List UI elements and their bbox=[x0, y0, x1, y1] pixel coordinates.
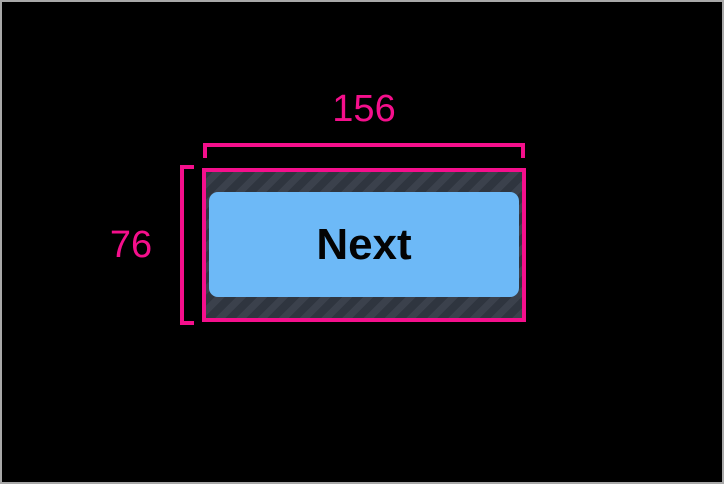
height-dimension-label: 76 bbox=[109, 224, 153, 266]
height-bracket-tick-bottom bbox=[180, 321, 194, 325]
width-bracket-bar bbox=[203, 143, 525, 147]
element-box-model-hatch: Next bbox=[206, 172, 522, 318]
width-dimension-label: 156 bbox=[332, 88, 396, 130]
width-bracket-tick-left bbox=[203, 143, 207, 158]
next-button-label: Next bbox=[316, 219, 412, 269]
height-bracket-tick-top bbox=[180, 165, 194, 169]
width-bracket-tick-right bbox=[521, 143, 525, 158]
next-button[interactable]: Next bbox=[209, 192, 519, 297]
height-bracket-bar bbox=[180, 165, 184, 325]
width-dimension-bracket bbox=[203, 143, 525, 159]
height-dimension-bracket bbox=[180, 165, 196, 325]
